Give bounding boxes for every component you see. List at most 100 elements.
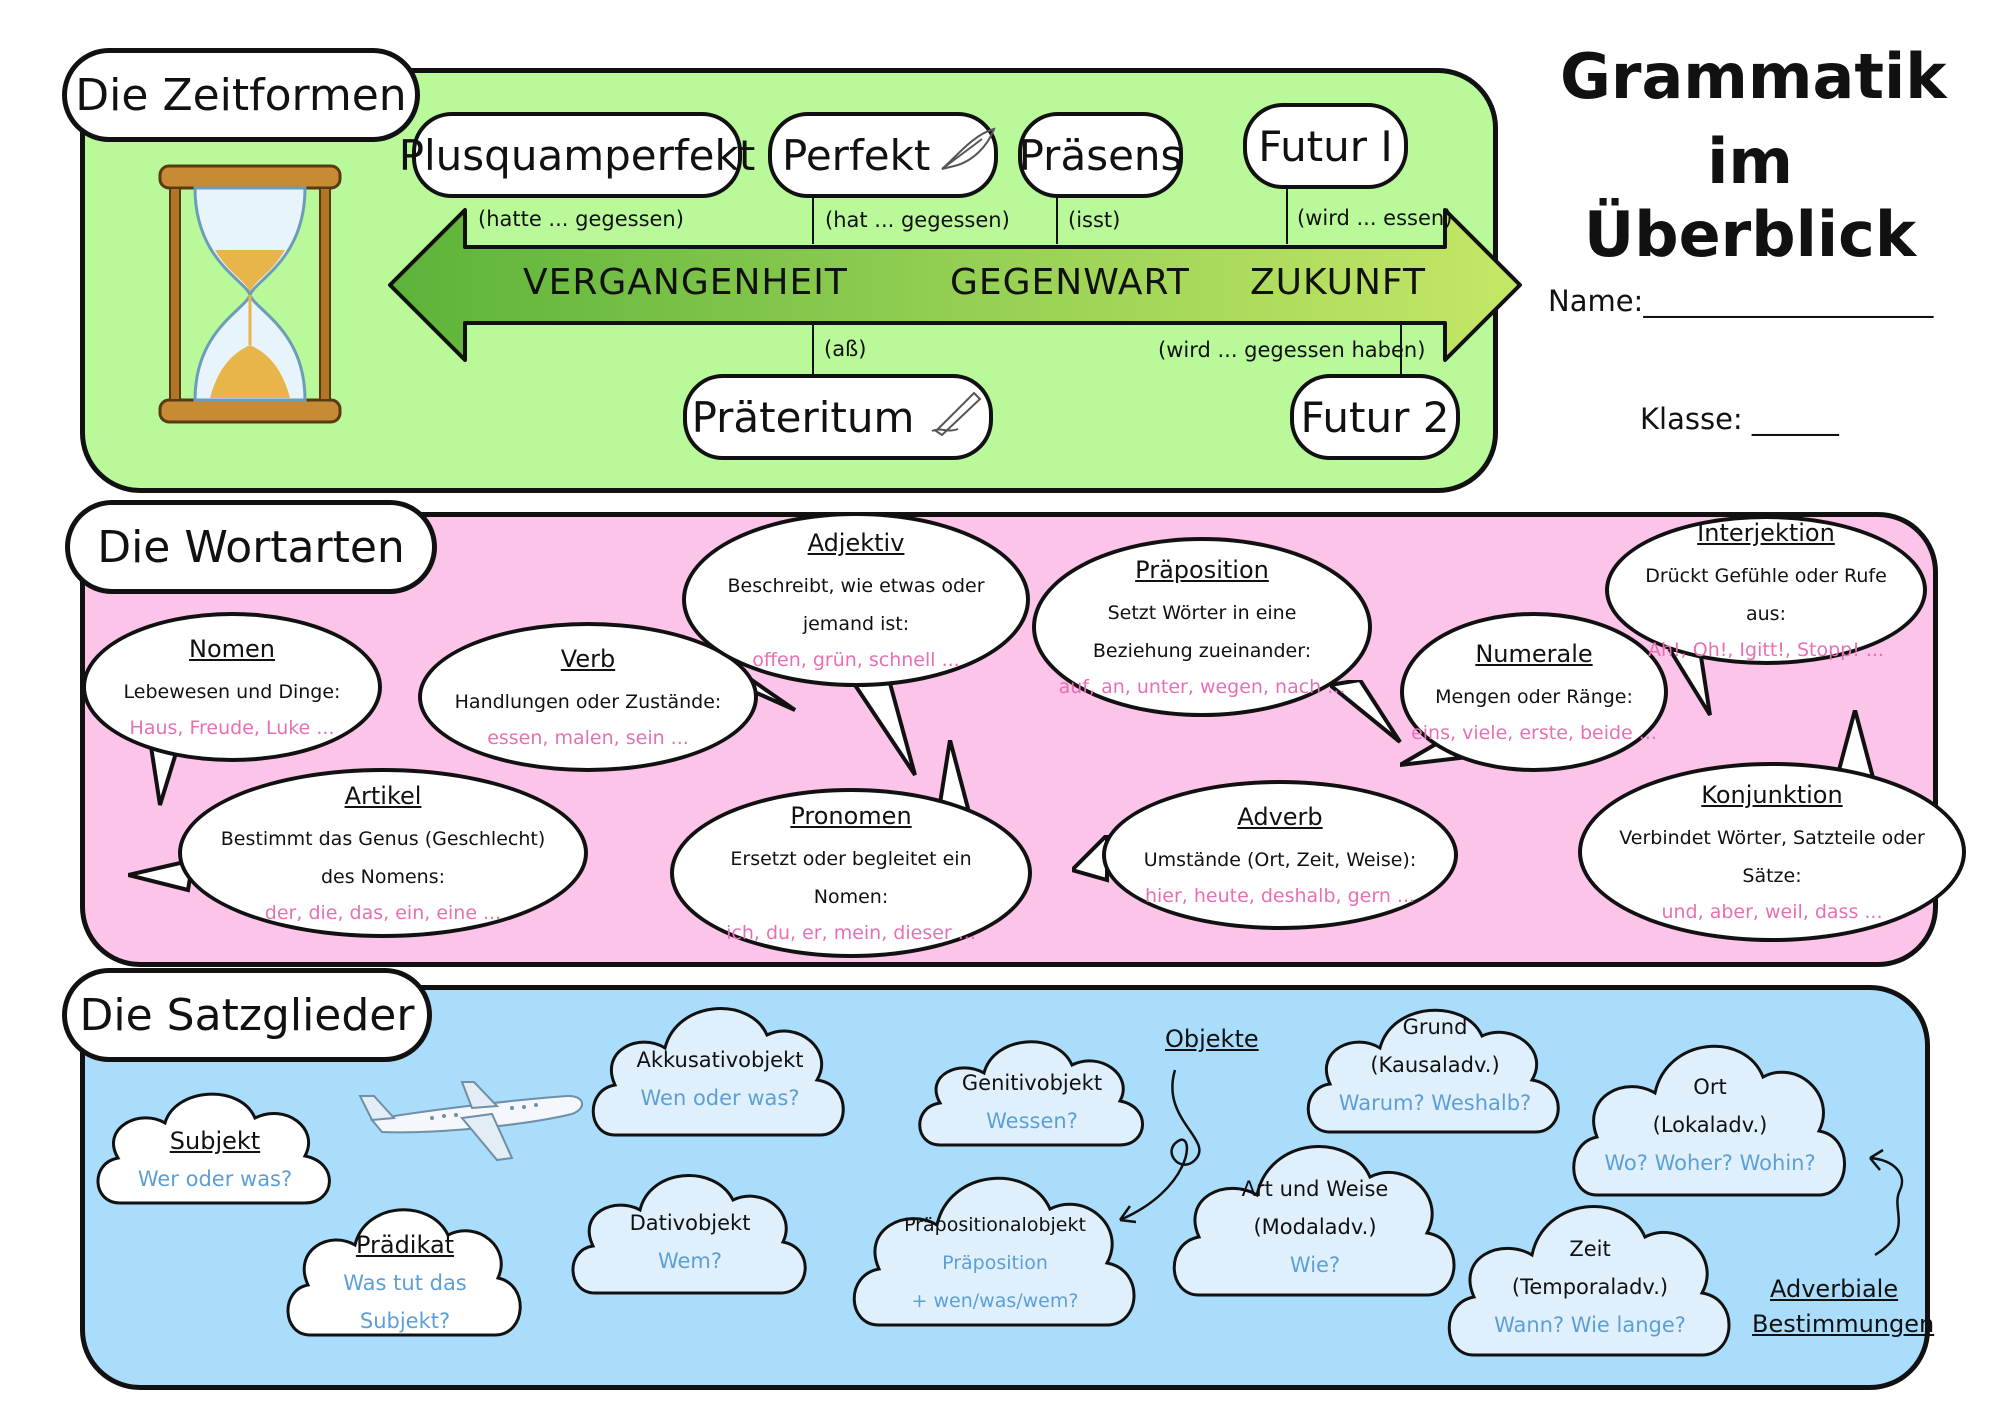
wortarten-title: Die Wortarten	[65, 500, 437, 594]
wortart-desc: Mengen oder Ränge:	[1435, 686, 1633, 708]
cloud-title: Prädikat	[355, 1231, 455, 1259]
arrow-label-past: VERGANGENHEIT	[523, 262, 848, 303]
class-field[interactable]: Klasse: ______	[1640, 402, 1839, 436]
wortart-title: Artikel	[344, 782, 422, 810]
cloud-dativ: Dativobjekt Wem?	[565, 1158, 815, 1298]
tense-perfekt-label: Perfekt	[782, 130, 931, 180]
bubble-tail-nomen	[147, 740, 183, 806]
name-field[interactable]: Name:____________________	[1548, 284, 1934, 318]
cloud-subjekt: Subjekt Wer oder was?	[90, 1078, 340, 1210]
hourglass-icon	[150, 160, 360, 430]
timeline-arrow	[385, 205, 1525, 365]
tick-praeteritum	[812, 325, 814, 375]
arrow-label-future: ZUKUNFT	[1250, 262, 1426, 303]
wortart-title: Konjunktion	[1701, 781, 1843, 809]
cloud-zeit: Zeit (Temporaladv.) Wann? Wie lange?	[1440, 1185, 1740, 1360]
bubble-tail-praeposition	[1330, 680, 1402, 744]
tense-perfekt: Perfekt	[768, 112, 998, 198]
cloud-subtitle: (Lokaladv.)	[1652, 1112, 1768, 1137]
wortart-example: ich, du, er, mein, dieser ...	[726, 922, 976, 944]
cloud-shape	[1306, 1008, 1560, 1134]
note-praesens: (isst)	[1068, 208, 1121, 232]
wortart-example: essen, malen, sein ...	[487, 727, 689, 749]
wortart-example: der, die, das, ein, eine ...	[264, 902, 502, 924]
cloud-genitiv: Genitivobjekt Wessen?	[912, 1025, 1152, 1150]
wortart-desc: Bestimmt das Genus (Geschlecht) des Nome…	[220, 828, 546, 888]
cloud-shape	[571, 1174, 807, 1295]
wortart-desc: Drückt Gefühle oder Rufe aus:	[1645, 565, 1887, 625]
cloud-question: Wen oder was?	[640, 1086, 800, 1110]
cloud-title: Ort	[1693, 1074, 1727, 1099]
wortart-title: Nomen	[189, 635, 275, 663]
cloud-question: Was tut das	[343, 1271, 467, 1295]
cloud-question: Subjekt?	[359, 1309, 451, 1333]
cloud-shape	[96, 1092, 331, 1205]
tense-praeteritum: Präteritum	[683, 374, 993, 460]
cloud-akkusativ: Akkusativobjekt Wen oder was?	[585, 990, 855, 1140]
bubble-praeposition: Präposition Setzt Wörter in eine Beziehu…	[1032, 537, 1372, 717]
wortart-title: Interjektion	[1697, 519, 1835, 547]
adverbiale-label-line2: Bestimmungen	[1752, 1310, 1935, 1338]
adverbiale-label-line1: Adverbiale	[1770, 1275, 1899, 1303]
cloud-question: Wo? Woher? Wohin?	[1604, 1150, 1816, 1175]
wortart-example: und, aber, weil, dass ...	[1661, 901, 1883, 923]
note-plusquamperfekt: (hatte ... gegessen)	[478, 207, 684, 231]
bubble-tail-interjektion	[1667, 650, 1712, 717]
satzglieder-title: Die Satzglieder	[62, 968, 432, 1062]
bubble-konjunktion: Konjunktion Verbindet Wörter, Satzteile …	[1578, 762, 1966, 942]
quill-icon	[928, 387, 984, 447]
cloud-art: Art und Weise (Modaladv.) Wie?	[1165, 1125, 1465, 1300]
bubble-pronomen: Pronomen Ersetzt oder begleitet ein Nome…	[670, 788, 1032, 958]
page-title-line2: im Überblick	[1583, 125, 1917, 271]
objekte-label: Objekte	[1165, 1025, 1259, 1053]
cloud-shape	[852, 1176, 1136, 1327]
wortart-desc: Setzt Wörter in eine Beziehung zueinande…	[1092, 602, 1312, 662]
arrow-label-present: GEGENWART	[950, 262, 1190, 303]
wortart-desc: Ersetzt oder begleitet ein Nomen:	[730, 848, 972, 908]
wortart-title: Adverb	[1237, 803, 1323, 831]
bubble-interjektion: Interjektion Drückt Gefühle oder Rufe au…	[1605, 515, 1927, 665]
wortart-example: hier, heute, deshalb, gern ...	[1144, 885, 1416, 907]
cloud-question: Wem?	[657, 1249, 723, 1273]
adverbiale-arrow	[1869, 1148, 1904, 1257]
cloud-shape	[1447, 1205, 1731, 1357]
cloud-title: Grund	[1402, 1014, 1468, 1039]
cloud-question: Warum? Weshalb?	[1338, 1090, 1532, 1115]
wortart-desc: Handlungen oder Zustände:	[454, 691, 722, 713]
bubble-nomen: Nomen Lebewesen und Dinge: Haus, Freude,…	[82, 612, 382, 762]
wortart-title: Präposition	[1135, 556, 1269, 584]
wortart-title: Pronomen	[790, 802, 912, 830]
wortart-example: offen, grün, schnell ...	[752, 648, 960, 671]
cloud-question: Wessen?	[986, 1108, 1078, 1133]
cloud-shape	[1172, 1145, 1456, 1297]
tick-perfekt	[812, 198, 814, 244]
airplane-icon	[352, 1060, 592, 1170]
cloud-praepositional: Präpositionalobjekt Präposition + wen/wa…	[845, 1155, 1145, 1330]
cloud-question: Präposition	[942, 1251, 1048, 1274]
page-title-line1: Grammatik	[1560, 40, 1947, 113]
bubble-adverb: Adverb Umstände (Ort, Zeit, Weise): hier…	[1102, 780, 1458, 930]
cloud-title: Präpositionalobjekt	[904, 1213, 1086, 1236]
wortart-desc: Verbindet Wörter, Satzteile oder Sätze:	[1619, 827, 1925, 887]
tense-praeteritum-label: Präteritum	[691, 392, 915, 442]
cloud-shape	[286, 1208, 522, 1337]
wortart-desc: Lebewesen und Dinge:	[123, 681, 341, 703]
note-futur1: (wird ... essen)	[1297, 206, 1453, 230]
zeitformen-title: Die Zeitformen	[62, 48, 420, 142]
wortart-example: Ah!, Oh!, Igitt!, Stopp! ...	[1648, 639, 1884, 661]
bubble-adjektiv: Adjektiv Beschreibt, wie etwas oder jema…	[682, 512, 1030, 687]
bubble-numerale: Numerale Mengen oder Ränge: eins, viele,…	[1400, 612, 1668, 772]
cloud-title: Art und Weise	[1241, 1176, 1389, 1201]
cloud-question: Wann? Wie lange?	[1494, 1312, 1686, 1337]
cloud-title: Subjekt	[169, 1127, 261, 1155]
tense-futur1: Futur I	[1243, 103, 1408, 189]
tense-futur2: Futur 2	[1290, 374, 1460, 460]
cloud-shape	[591, 1007, 845, 1137]
cloud-title: Dativobjekt	[629, 1211, 751, 1235]
cloud-question: + wen/was/wem?	[911, 1289, 1079, 1312]
wortart-example: eins, viele, erste, beide ...	[1411, 722, 1657, 744]
wortart-desc: Beschreibt, wie etwas oder jemand ist:	[727, 574, 985, 635]
note-futur2: (wird ... gegessen haben)	[1158, 338, 1426, 362]
note-perfekt: (hat ... gegessen)	[825, 208, 1010, 232]
cloud-title: Genitivobjekt	[961, 1070, 1103, 1095]
